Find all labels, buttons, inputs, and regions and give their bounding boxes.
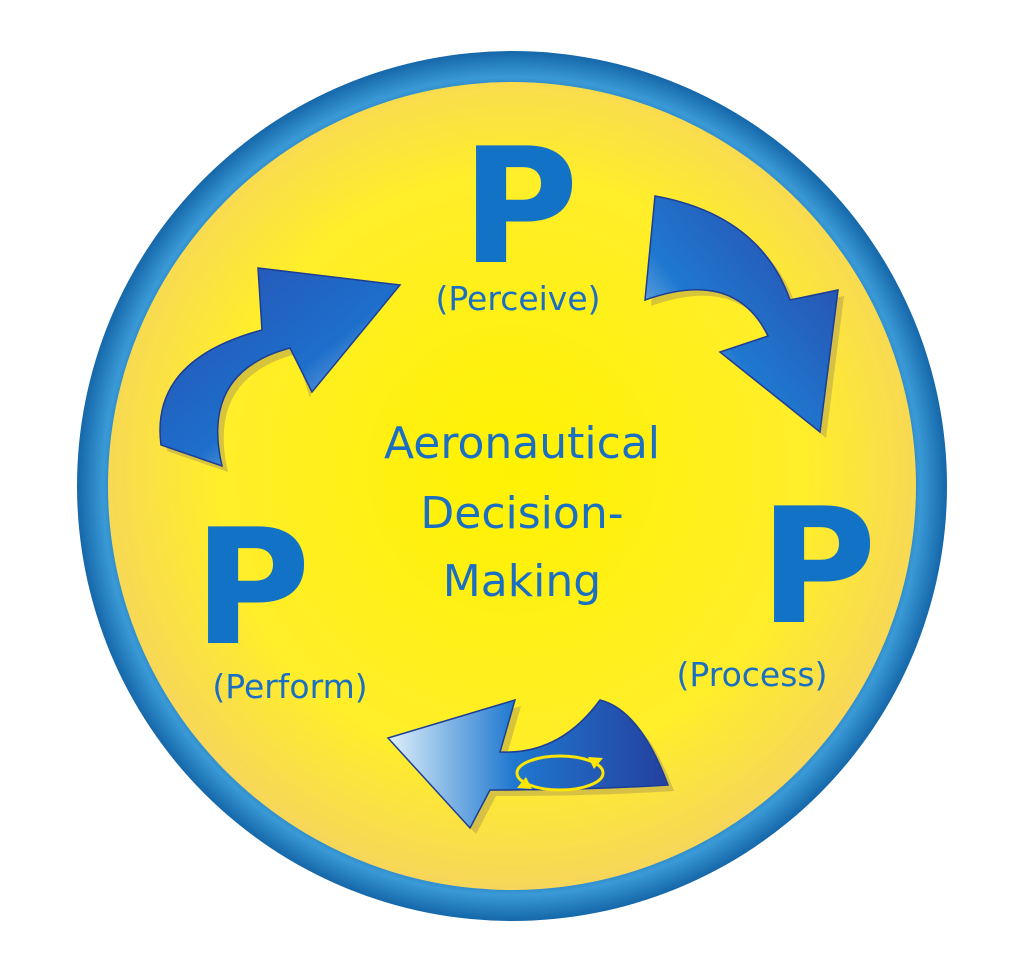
center-title-line-1: Aeronautical xyxy=(384,418,660,469)
center-title-line-3: Making xyxy=(443,556,601,607)
p-letter-perceive: P xyxy=(461,113,578,300)
curved-arrow-icon-top-left xyxy=(159,267,402,472)
step-process: P (Process) xyxy=(677,473,877,694)
step-perceive: P (Perceive) xyxy=(435,113,600,318)
curved-arrow-icon-top-right xyxy=(644,195,844,438)
step-perform: P (Perform) xyxy=(193,494,367,706)
label-perform: (Perform) xyxy=(212,667,367,706)
p-letter-perform: P xyxy=(193,494,310,681)
rotate-icon xyxy=(515,754,605,792)
label-perceive: (Perceive) xyxy=(435,279,600,318)
center-title-line-2: Decision- xyxy=(420,488,623,539)
curved-arrow-icon-bottom xyxy=(386,698,674,834)
p-letter-process: P xyxy=(759,473,876,660)
center-title: Aeronautical Decision- Making xyxy=(384,418,660,607)
label-process: (Process) xyxy=(677,655,828,694)
